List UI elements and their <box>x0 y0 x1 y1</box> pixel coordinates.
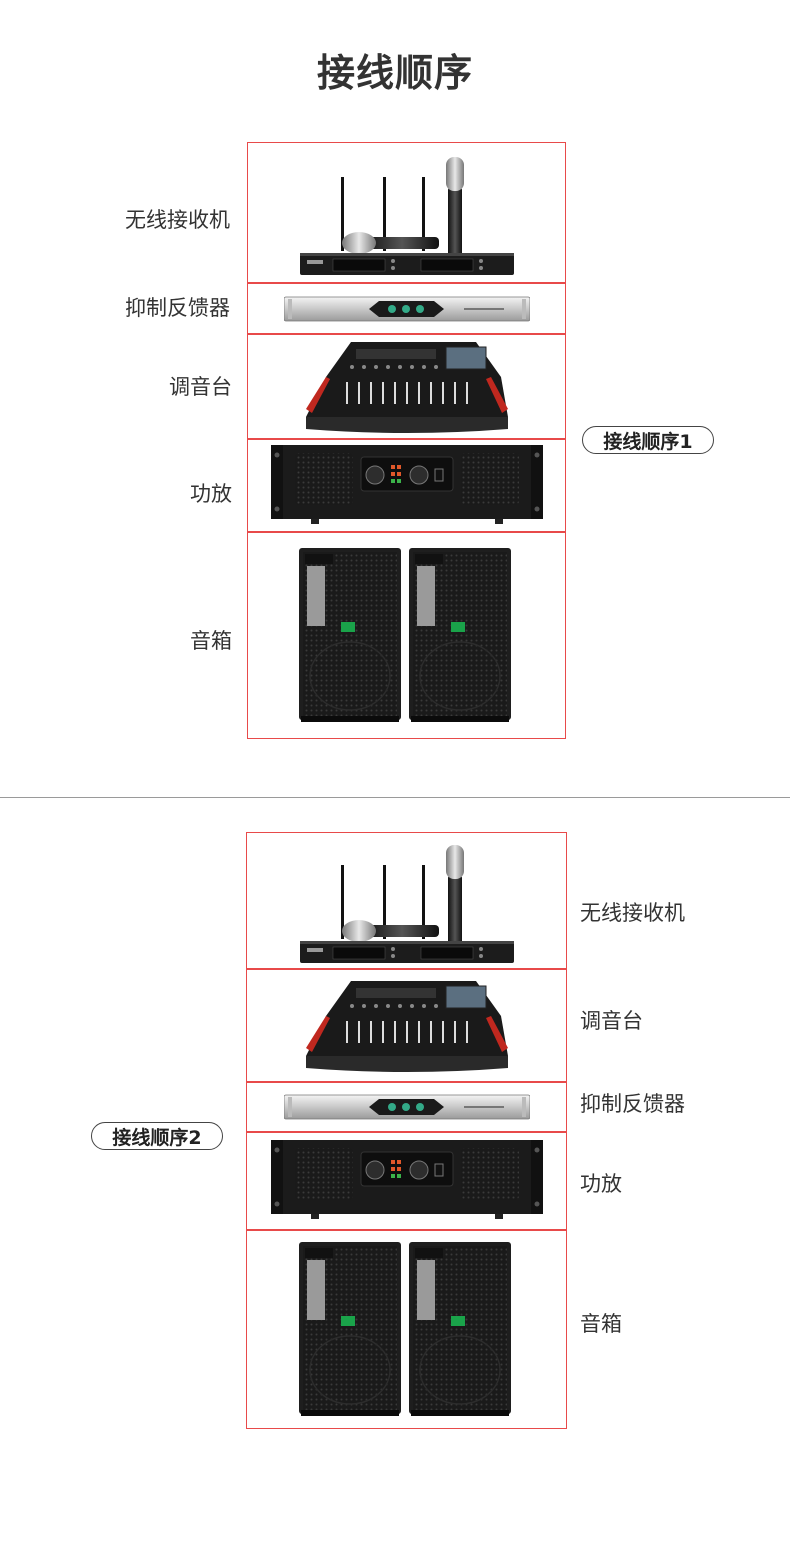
label-mixer: 调音台 <box>580 1005 643 1035</box>
label-speakers: 音箱 <box>580 1308 622 1338</box>
wireless-receiver-image <box>295 147 519 279</box>
sequence-2-badge: 接线顺序2 <box>91 1122 223 1150</box>
sequence-1-badge: 接线顺序1 <box>582 426 714 454</box>
label-amplifier: 功放 <box>580 1168 622 1198</box>
label-wireless-receiver: 无线接收机 <box>125 204 230 234</box>
power-amplifier-image <box>271 1140 543 1222</box>
sequence-2-feedback-cell <box>246 1082 567 1132</box>
sequence-1-mixer-cell <box>247 334 566 439</box>
label-feedback-suppressor: 抑制反馈器 <box>580 1088 685 1118</box>
sequence-2-receiver-cell <box>246 832 567 969</box>
power-amplifier-image <box>271 445 543 527</box>
feedback-suppressor-image <box>284 293 530 325</box>
sequence-1-receiver-cell <box>247 142 566 283</box>
sequence-2-stack <box>246 832 567 1429</box>
sequence-1-stack <box>247 142 566 739</box>
sequence-2-speakers-cell <box>246 1230 567 1429</box>
speakers-image <box>299 1242 515 1418</box>
label-feedback-suppressor: 抑制反馈器 <box>125 292 230 322</box>
page-title: 接线顺序 <box>0 42 790 97</box>
section-divider <box>0 797 790 798</box>
label-mixer: 调音台 <box>169 371 232 401</box>
speakers-image <box>299 548 515 724</box>
wireless-receiver-image <box>295 835 519 967</box>
label-amplifier: 功放 <box>190 478 232 508</box>
sequence-2-mixer-cell <box>246 969 567 1082</box>
sequence-2-amplifier-cell <box>246 1132 567 1230</box>
mixer-image <box>296 337 518 437</box>
sequence-1-feedback-cell <box>247 283 566 334</box>
feedback-suppressor-image <box>284 1091 530 1123</box>
sequence-1-speakers-cell <box>247 532 566 739</box>
sequence-1-amplifier-cell <box>247 439 566 532</box>
label-speakers: 音箱 <box>190 625 232 655</box>
mixer-image <box>296 976 518 1076</box>
label-wireless-receiver: 无线接收机 <box>580 897 685 927</box>
